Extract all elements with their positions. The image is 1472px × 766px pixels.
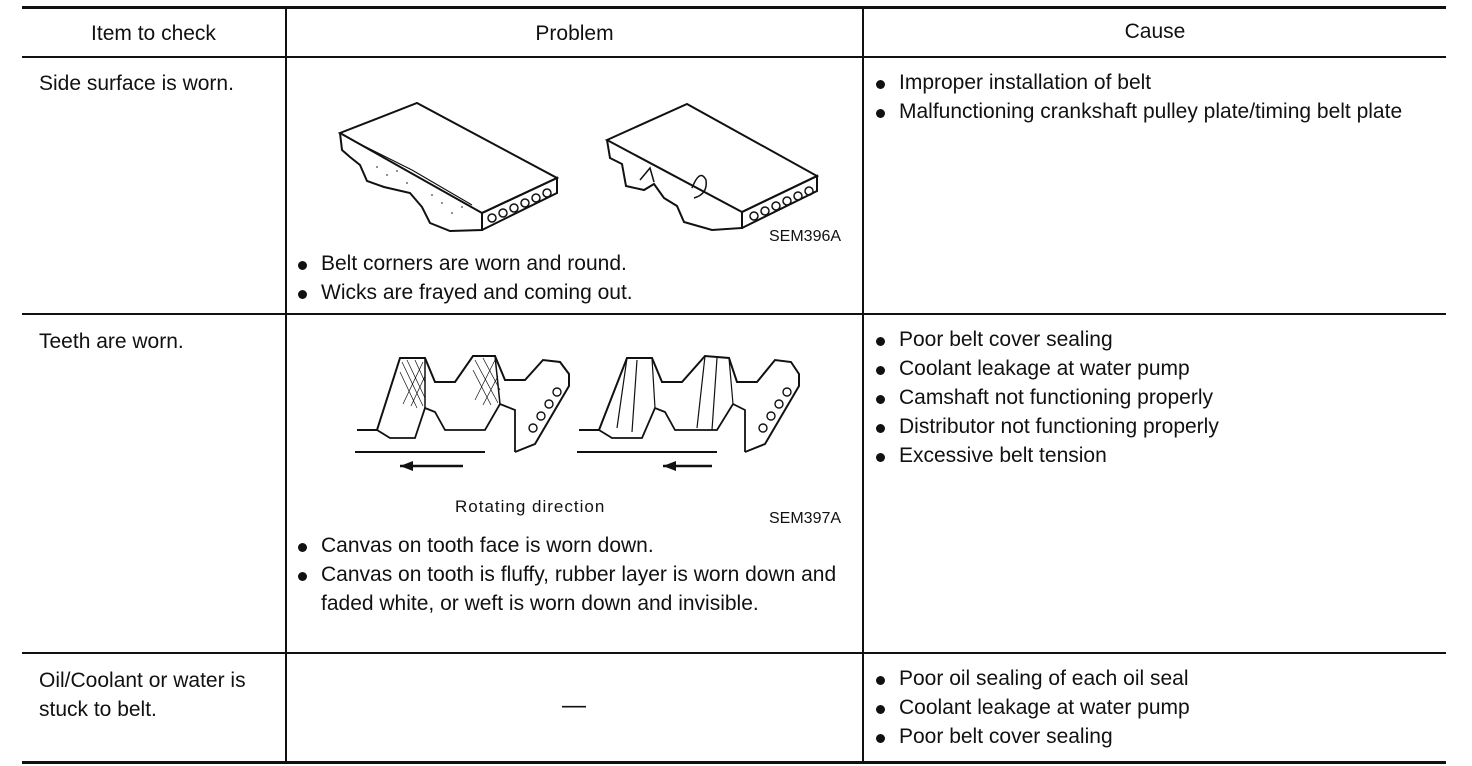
list-item: Belt corners are worn and round. [295,249,855,278]
fluffy-canvas-teeth-illustration [577,354,800,471]
worn-belt-side-illustration [337,101,560,233]
row1-cause-list: Improper installation of belt Malfunctio… [873,68,1433,126]
list-item: Camshaft not functioning properly [873,383,1433,412]
rotating-direction-caption: Rotating direction [455,497,606,516]
header-cause: Cause [1124,20,1186,43]
table-top-rule [22,6,1446,9]
list-item: Poor oil sealing of each oil seal [873,664,1433,693]
row1-bottom-rule [22,313,1446,315]
list-item: Malfunctioning crankshaft pulley plate/t… [873,97,1433,126]
header-bottom-rule [22,56,1446,58]
worn-canvas-teeth-illustration [355,355,570,471]
row2-item: Teeth are worn. [39,330,184,353]
list-item: Poor belt cover sealing [873,325,1433,354]
row1-problem-list: Belt corners are worn and round. Wicks a… [295,249,855,307]
row2-bottom-rule [22,652,1446,654]
row2-cause-list: Poor belt cover sealing Coolant leakage … [873,325,1433,470]
list-item: Wicks are frayed and coming out. [295,278,855,307]
list-item: Poor belt cover sealing [873,722,1433,751]
list-item: Coolant leakage at water pump [873,354,1433,383]
figure-code-sem396a: SEM396A [769,228,842,245]
row3-item: Oil/Coolant or water is stuck to belt. [39,669,246,721]
list-item: Excessive belt tension [873,441,1433,470]
table-bottom-rule [22,761,1446,764]
list-item: Canvas on tooth face is worn down. [295,531,855,560]
row3-problem-dash: — [562,692,586,719]
belt-inspection-table: Item to check Problem Cause Side surface… [22,0,1446,766]
header-problem: Problem [535,22,614,45]
list-item: Canvas on tooth is fluffy, rubber layer … [295,560,841,618]
list-item: Distributor not functioning properly [873,412,1433,441]
frayed-wick-belt-illustration [604,102,820,232]
row2-problem-list: Canvas on tooth face is worn down. Canva… [295,531,855,618]
list-item: Coolant leakage at water pump [873,693,1433,722]
list-item: Improper installation of belt [873,68,1433,97]
figure-code-sem397a: SEM397A [769,510,842,527]
row1-item: Side surface is worn. [39,72,234,95]
row3-cause-list: Poor oil sealing of each oil seal Coolan… [873,664,1433,751]
header-item-to-check: Item to check [91,22,216,45]
column-divider-1 [285,8,287,763]
column-divider-2 [862,8,864,763]
